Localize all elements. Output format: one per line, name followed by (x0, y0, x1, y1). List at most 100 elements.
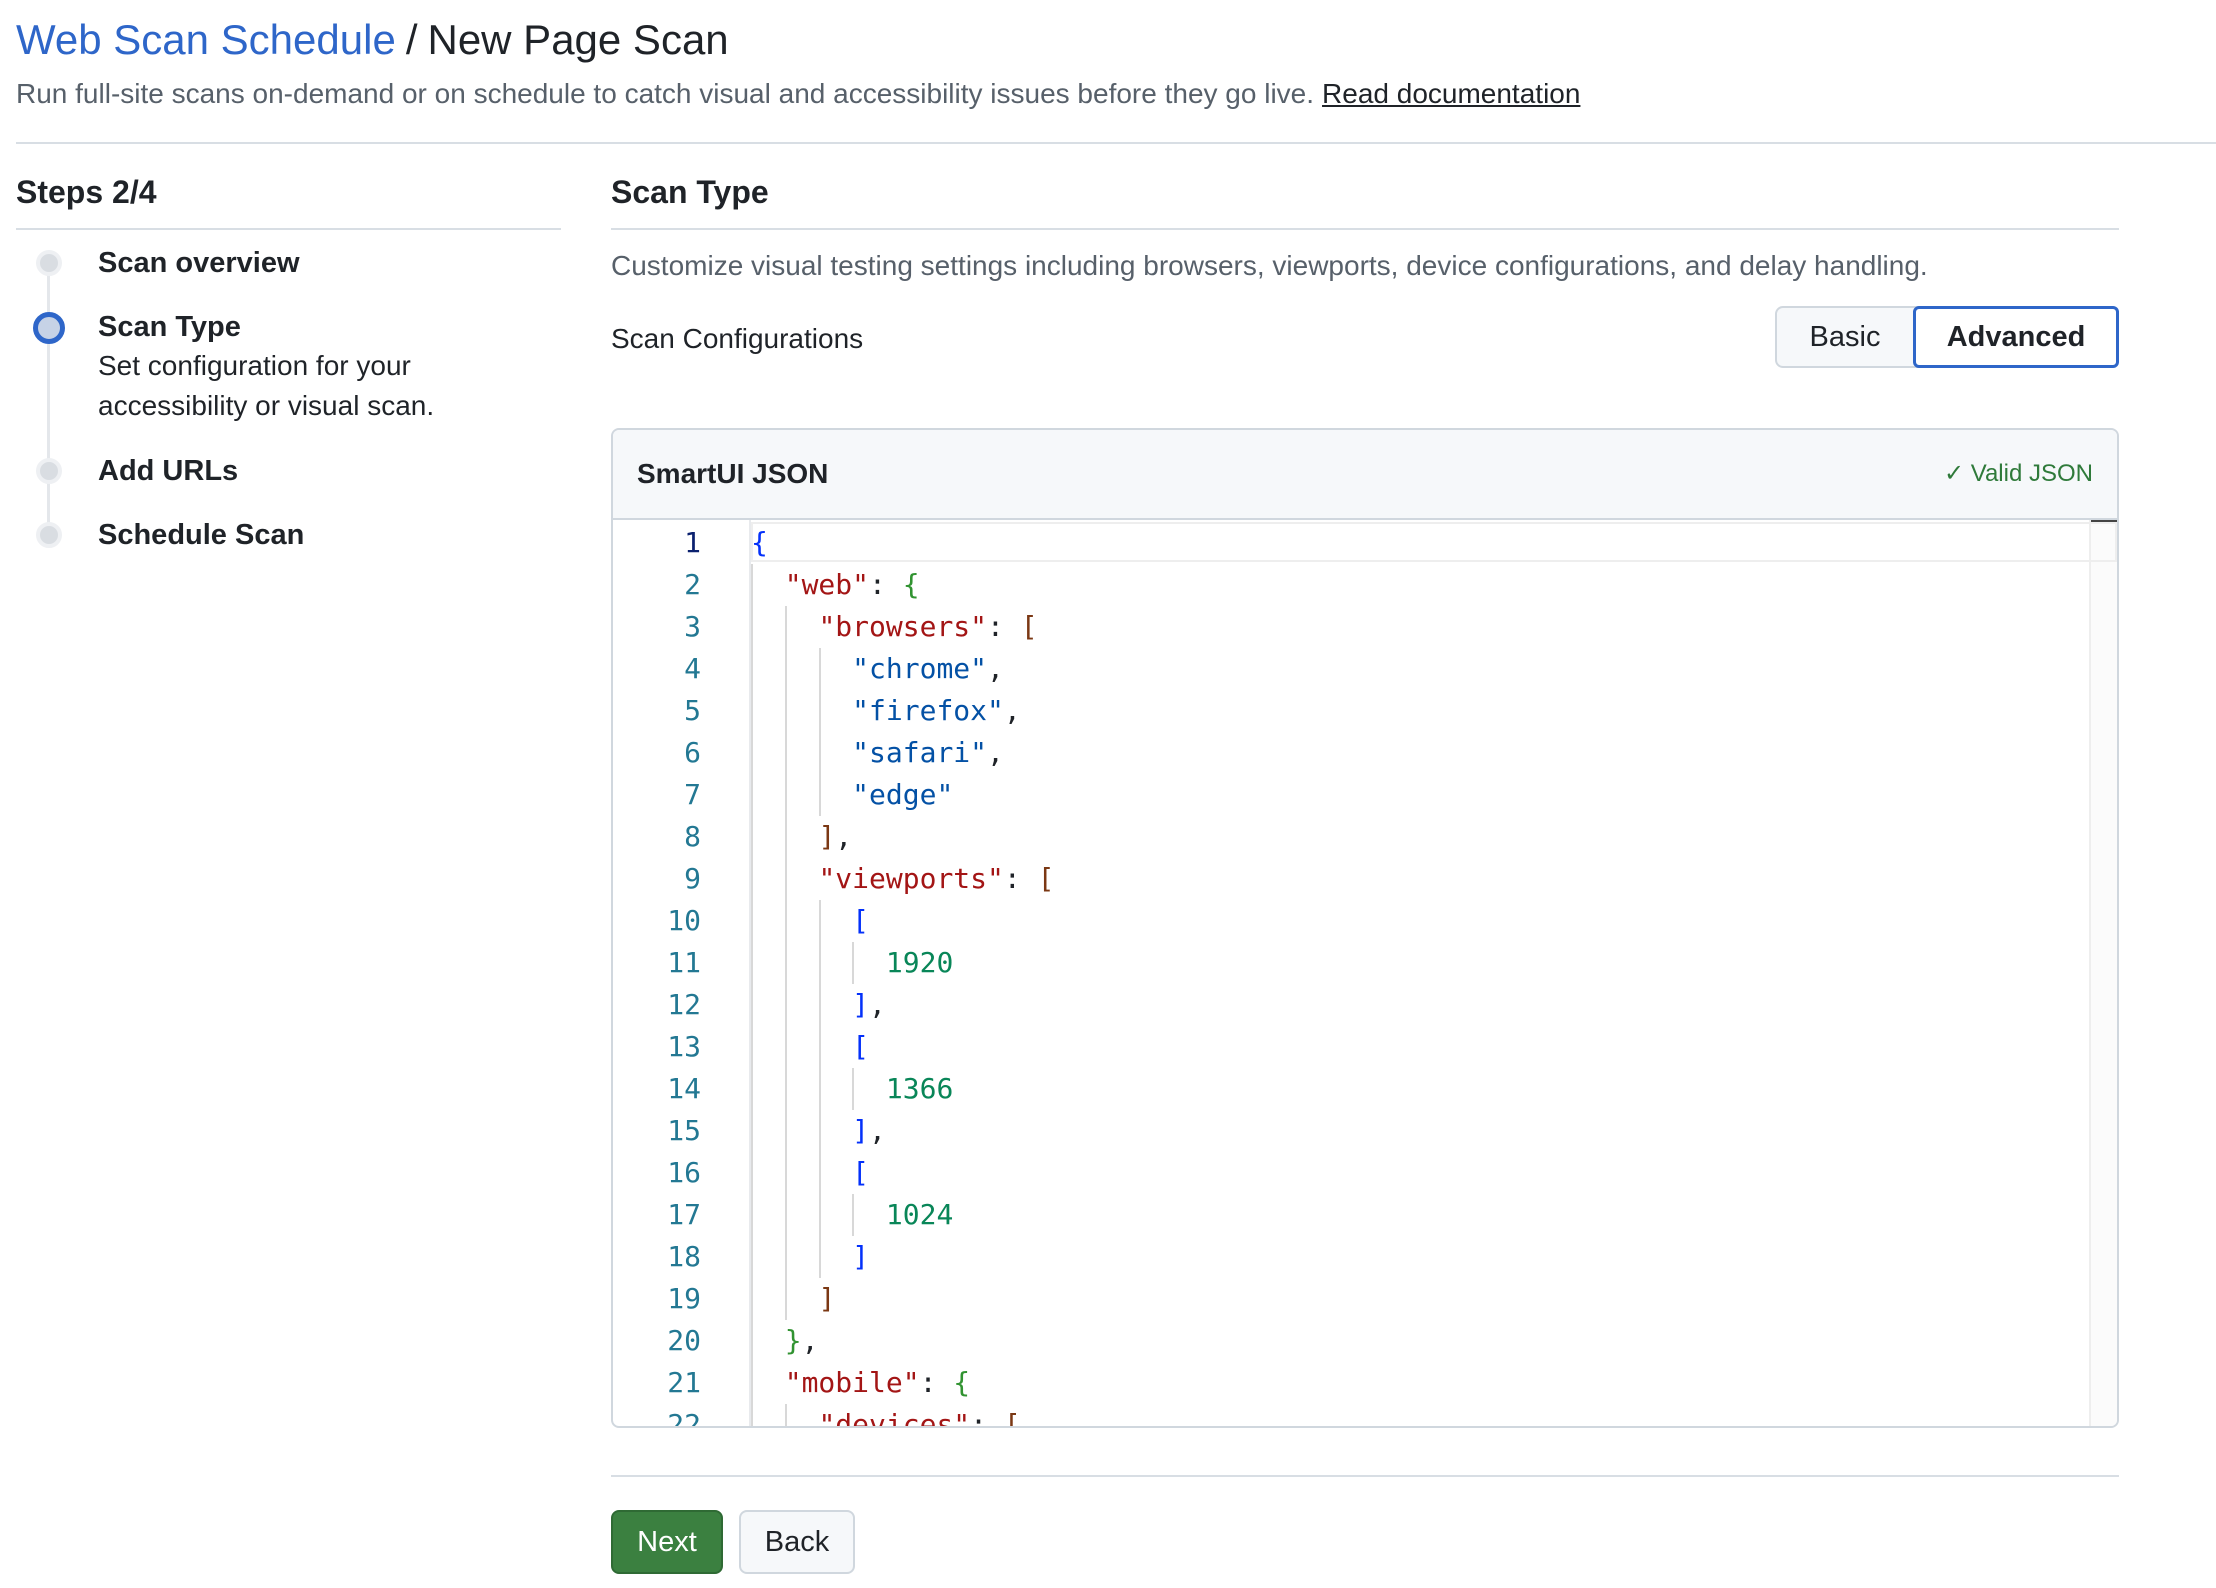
indent-guide (818, 1152, 821, 1194)
indent-guide (784, 1110, 787, 1152)
next-button[interactable]: Next (611, 1510, 723, 1574)
step-scan-overview[interactable]: Scan overview (16, 244, 561, 282)
code-text: [ (852, 904, 870, 937)
line-number: 13 (667, 1030, 701, 1063)
code-line: 11 1920 (613, 942, 2117, 984)
indent-guide (784, 942, 787, 984)
indent-guide (751, 1278, 753, 1320)
code-text: "safari", (852, 736, 1004, 769)
indent-guide (818, 732, 821, 774)
indent-guide (818, 984, 821, 1026)
indent-guide (818, 1236, 821, 1278)
line-number: 10 (667, 904, 701, 937)
breadcrumb-link-web-scan-schedule[interactable]: Web Scan Schedule (16, 16, 396, 63)
basic-toggle-button[interactable]: Basic (1809, 321, 1881, 353)
step-label: Scan overview (98, 247, 300, 279)
indent-guide (818, 1194, 821, 1236)
scan-configurations-label: Scan Configurations (611, 323, 864, 354)
code-line: 10 [ (613, 900, 2117, 942)
code-text: "mobile": { (784, 1366, 971, 1399)
indent-guide (784, 1236, 787, 1278)
code-text: "firefox", (852, 694, 1021, 727)
code-line: 21 "mobile": { (613, 1362, 2117, 1404)
indent-guide (818, 1110, 821, 1152)
indent-guide (751, 648, 753, 690)
footer-divider (611, 1475, 2119, 1477)
back-button[interactable]: Back (739, 1510, 855, 1574)
indent-guide (818, 690, 821, 732)
code-line: 5 "firefox", (613, 690, 2117, 732)
code-text: [ (852, 1030, 870, 1063)
code-text: ], (852, 988, 886, 1021)
indent-guide (784, 816, 787, 858)
indent-guide (784, 858, 787, 900)
code-text: ], (852, 1114, 886, 1147)
indent-guide (751, 1320, 753, 1362)
code-line: 2 "web": { (613, 564, 2117, 606)
line-number: 8 (684, 820, 701, 853)
indent-guide (784, 1194, 787, 1236)
indent-guide (751, 690, 753, 732)
code-line: 1{ (613, 522, 2117, 564)
step-schedule-scan[interactable]: Schedule Scan (16, 516, 561, 554)
line-number: 16 (667, 1156, 701, 1189)
step-description: Set configuration for your accessibility… (98, 350, 435, 421)
step-pending-icon (36, 522, 62, 548)
page-header: Web Scan Schedule/New Page Scan Run full… (16, 14, 2216, 112)
indent-guide (784, 606, 787, 648)
breadcrumb-current: New Page Scan (427, 16, 729, 63)
valid-json-status: ✓ Valid JSON (1943, 460, 2093, 487)
steps-list: Scan overview Scan Type Set configuratio… (16, 244, 561, 554)
indent-guide (751, 1404, 753, 1426)
indent-guide (751, 1110, 753, 1152)
indent-guide (751, 1026, 753, 1068)
step-add-urls[interactable]: Add URLs (16, 452, 561, 490)
header-divider (16, 142, 2216, 144)
step-scan-type[interactable]: Scan Type Set configuration for your acc… (16, 308, 561, 426)
indent-guide (751, 816, 753, 858)
line-number: 5 (684, 694, 701, 727)
indent-guide (852, 942, 855, 984)
line-number: 11 (667, 946, 701, 979)
indent-guide (818, 900, 821, 942)
code-line: 8 ], (613, 816, 2117, 858)
scan-configurations-row: Scan Configurations Basic Advanced (611, 306, 2119, 372)
page-subtitle: Run full-site scans on-demand or on sche… (16, 76, 2216, 112)
editor-scrollbar[interactable] (2089, 520, 2117, 1426)
advanced-toggle-button[interactable]: Advanced (1913, 306, 2119, 368)
editor-title: SmartUI JSON (637, 458, 829, 489)
line-number: 15 (667, 1114, 701, 1147)
indent-guide (751, 1152, 753, 1194)
indent-guide (784, 690, 787, 732)
line-number: 12 (667, 988, 701, 1021)
page-title: Web Scan Schedule/New Page Scan (16, 14, 2216, 66)
step-label: Scan Type (98, 311, 241, 343)
indent-guide (784, 1026, 787, 1068)
code-text: ] (818, 1282, 836, 1315)
code-line: 6 "safari", (613, 732, 2117, 774)
indent-guide (751, 564, 753, 606)
code-text: 1366 (885, 1072, 954, 1105)
indent-guide (751, 1194, 753, 1236)
read-documentation-link[interactable]: Read documentation (1322, 78, 1581, 109)
indent-guide (784, 1278, 787, 1320)
code-line: 3 "browsers": [ (613, 606, 2117, 648)
code-line: 18 ] (613, 1236, 2117, 1278)
section-description: Customize visual testing settings includ… (611, 250, 1928, 281)
line-number: 19 (667, 1282, 701, 1315)
code-text: "edge" (852, 778, 954, 811)
indent-guide (751, 942, 753, 984)
code-line: 13 [ (613, 1026, 2117, 1068)
code-area[interactable]: 1{2 "web": {3 "browsers": [4 "chrome",5 … (613, 520, 2117, 1428)
breadcrumb-separator: / (405, 16, 418, 63)
code-text: { (751, 526, 768, 559)
code-text: 1024 (885, 1198, 954, 1231)
code-line: 4 "chrome", (613, 648, 2117, 690)
code-line: 19 ] (613, 1278, 2117, 1320)
step-active-icon (33, 312, 65, 344)
steps-connector-line (47, 274, 50, 524)
code-text: "devices": [ (818, 1408, 1021, 1428)
step-pending-icon (36, 250, 62, 276)
indent-guide (784, 900, 787, 942)
code-line: 20 }, (613, 1320, 2117, 1362)
